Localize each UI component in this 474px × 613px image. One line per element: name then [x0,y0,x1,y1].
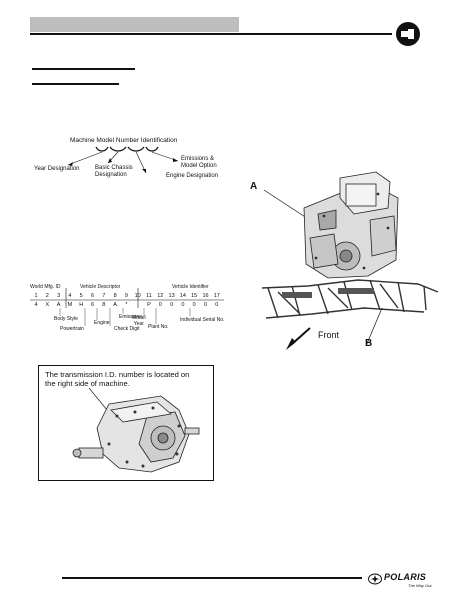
engine-callout-a: A [250,181,258,192]
vin-position-2: 2 [45,293,49,299]
vin-diagram: World Mfg. ID Vehicle Descriptor Vehicle… [30,282,225,332]
vin-position-8: 8 [113,293,117,299]
vin-position-17: 17 [213,293,220,299]
transmission-callout-text: The transmission I.D. number is located … [45,370,189,388]
vin-position-13: 13 [168,293,175,299]
vin-position-12: 12 [157,293,164,299]
vin-value-17: 0 [215,302,219,308]
engine-designation-label: Engine Designation [166,173,219,179]
chapter-icon-shape-2 [408,29,414,39]
vin-value-3: A [56,302,61,308]
vin-value-5: H [79,302,84,308]
vin-position-3: 3 [57,293,61,299]
vin-rules [30,288,224,326]
emissions-option-label: Emissions & Model Option [181,156,217,169]
section-heading-underline-2 [32,83,119,85]
chassis-designation-label: Basic Chassis Designation [95,165,133,178]
model-number-brackets [67,146,179,174]
header-rule [30,33,392,35]
vin-position-6: 6 [90,293,95,299]
vin-value-6: 6 [90,302,95,308]
vin-value-11: P [147,302,151,308]
vin-value-9: * [125,302,128,308]
vin-value-12: 0 [158,302,162,308]
transmission-callout-line-1: The transmission I.D. number is located … [45,370,190,379]
vin-value-2: X [45,302,50,308]
vin-position-9: 9 [124,293,128,299]
vin-position-4: 4 [68,293,72,299]
chapter-icon-shape [401,31,409,37]
vin-position-15: 15 [191,293,198,299]
model-number-title: Machine Model Number Identification [70,137,178,144]
vin-value-1: 4 [34,302,38,308]
vin-position-7: 7 [102,293,106,299]
footer-rule [62,577,362,579]
vin-label-emissions: Emissions [119,314,142,320]
vin-label-body-style: Body Style [54,316,78,322]
vin-value-13: 0 [170,302,174,308]
vin-position-1: 1 [34,293,38,299]
vin-label-plant-no: Plant No. [148,324,169,330]
front-direction-label: Front [318,330,340,340]
vin-label-powertrain: Powertrain [60,326,84,332]
section-heading-underline-1 [32,68,135,70]
vin-label-check-digit: Check Digit [114,326,140,332]
vin-value-8: A [113,302,117,308]
engine-callout-b: B [365,338,373,349]
vin-label-model-year: Model Year [132,315,146,327]
transmission-callout-line-2: the right side of machine. [45,379,130,388]
vin-value-7: 8 [102,302,106,308]
vin-value-4: M [67,302,73,308]
chapter-icon [396,22,420,46]
vin-position-16: 16 [202,293,209,299]
vin-value-16: 0 [203,302,208,308]
vin-position-14: 14 [179,293,186,299]
vin-position-10: 10 [134,293,141,299]
year-designation-label: Year Designation [34,166,80,172]
vin-value-14: 0 [181,302,185,308]
transmission-drawing [72,387,200,473]
polaris-logo-text: POLARIS [384,572,427,582]
transmission-figure: The transmission I.D. number is located … [38,365,214,481]
vin-header-vis: Vehicle Identifier [172,284,209,290]
header-bar [30,17,239,32]
vin-header-world: World Mfg. ID [30,284,61,290]
polaris-star-icon [368,572,382,585]
vin-position-5: 5 [79,293,83,299]
vin-label-engine: Engine [94,320,110,326]
vin-label-serial-no: Individual Serial No. [180,317,225,323]
engine-frame-figure: A B Front [248,168,444,358]
model-number-diagram: Machine Model Number Identification Year… [28,135,238,183]
polaris-tagline: The Way Out. [408,583,433,588]
vin-position-11: 11 [146,293,152,299]
engine-frame-drawing [261,171,439,350]
vin-header-vds: Vehicle Descriptor [80,284,121,290]
vin-value-15: 0 [192,302,196,308]
